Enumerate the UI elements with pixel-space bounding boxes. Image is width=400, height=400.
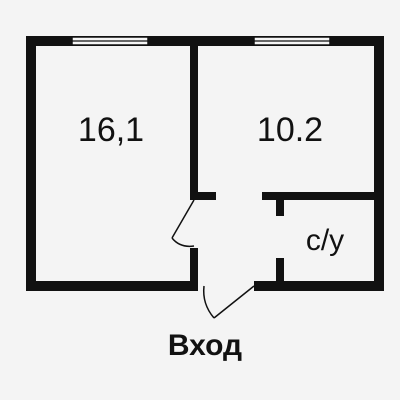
wall-left	[26, 36, 36, 291]
wall-top	[26, 36, 384, 46]
wall-corridor-left	[190, 248, 198, 291]
wall-bathroom-left-upper	[276, 192, 284, 216]
entrance-label: Вход	[167, 329, 243, 362]
walls	[26, 36, 384, 291]
wall-bathroom-left-lower	[276, 258, 284, 291]
wall-bathroom-top	[262, 192, 384, 200]
wall-bottom-left	[26, 281, 198, 291]
wall-corridor-top-left	[190, 192, 216, 200]
window-icon	[253, 36, 331, 46]
wall-room-divider	[190, 46, 198, 196]
wall-bottom-right	[254, 281, 384, 291]
room-area-label: 10.2	[256, 111, 324, 149]
door-swing-icon	[171, 199, 195, 248]
bathroom-label: с/у	[305, 224, 345, 257]
room-area-label: 16,1	[77, 111, 145, 149]
window-icon	[71, 36, 149, 46]
door-swing-icon	[202, 285, 255, 319]
wall-right	[374, 36, 384, 291]
